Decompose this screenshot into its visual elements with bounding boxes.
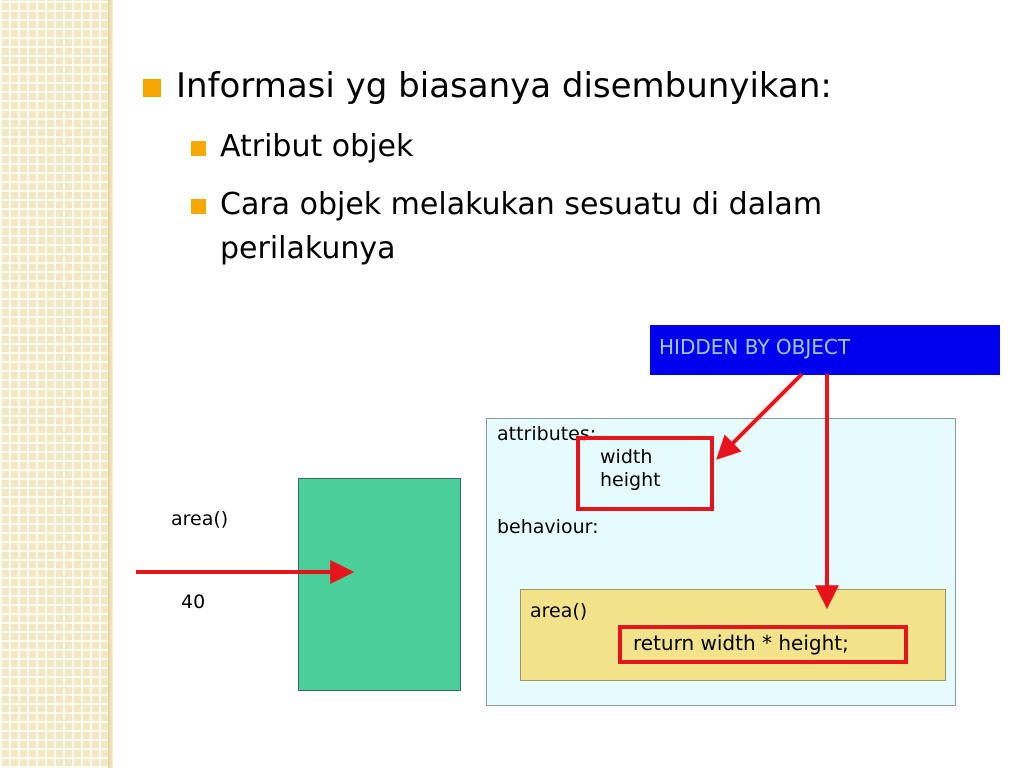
object-outside-rect <box>298 478 461 691</box>
hidden-by-object-label: HIDDEN BY OBJECT <box>659 335 851 359</box>
method-box <box>520 589 946 681</box>
hidden-by-object-box: HIDDEN BY OBJECT <box>650 325 1000 375</box>
attributes-highlight-frame <box>576 436 714 511</box>
attributes-label: attributes: <box>497 423 597 445</box>
square-bullet-icon <box>143 79 161 97</box>
attribute-width: width <box>600 446 653 468</box>
bullet-sub-2-text: Cara objek melakukan sesuatu di dalam pe… <box>220 187 823 266</box>
attribute-height: height <box>600 469 661 491</box>
method-body-highlight-frame <box>618 625 908 664</box>
result-value: 40 <box>181 591 206 613</box>
behaviour-label: behaviour: <box>497 516 599 538</box>
bullet-main: Informasi yg biasanya disembunyikan: <box>143 66 832 106</box>
arrow-to-attributes <box>716 372 804 460</box>
call-label: area() <box>171 508 229 530</box>
method-body: return width * height; <box>633 631 849 655</box>
bullet-sub-1: Atribut objek <box>191 129 413 164</box>
bullet-sub-2: Cara objek melakukan sesuatu di dalam pe… <box>191 187 891 271</box>
bullet-sub-1-text: Atribut objek <box>220 129 414 164</box>
square-bullet-icon <box>191 199 206 214</box>
decorative-left-strip <box>0 0 113 768</box>
square-bullet-icon <box>191 141 206 156</box>
strip-edge <box>108 0 113 768</box>
method-name: area() <box>530 600 588 622</box>
bullet-main-text: Informasi yg biasanya disembunyikan: <box>176 66 832 106</box>
